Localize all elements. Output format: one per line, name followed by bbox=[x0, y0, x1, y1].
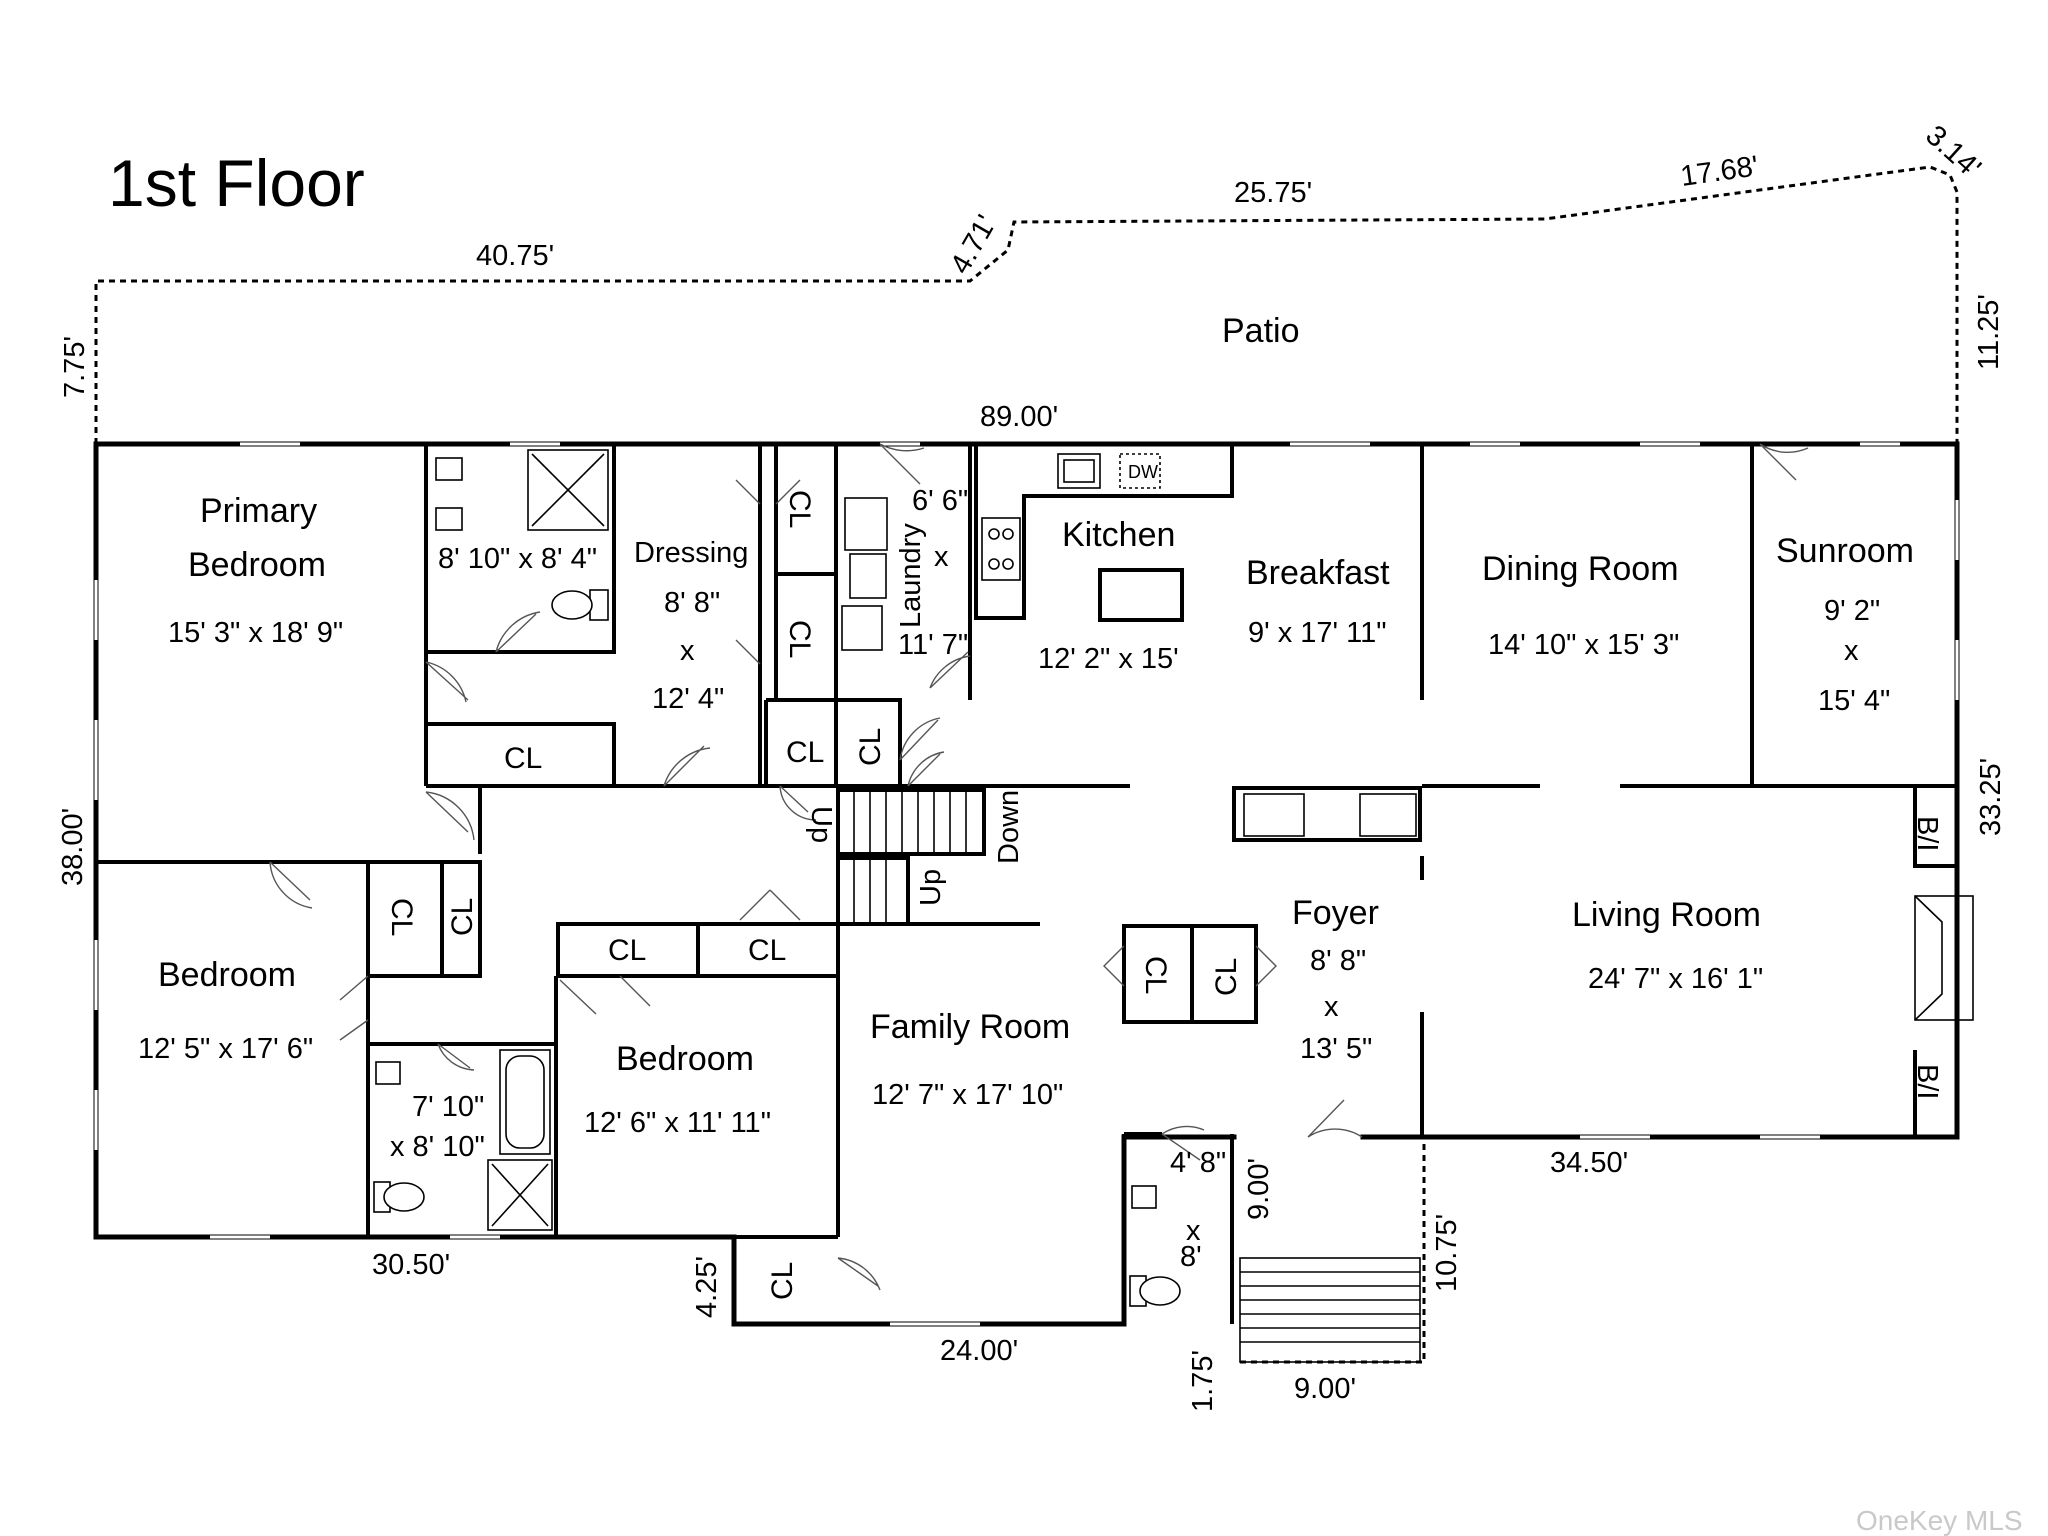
dim-patio-angle: 4.71' bbox=[944, 210, 1003, 280]
stairs-up-label-2: Up bbox=[915, 869, 947, 906]
bedroom-middle-size: 12' 6" x 11' 11" bbox=[584, 1107, 771, 1139]
dressing-name: Dressing bbox=[634, 537, 748, 569]
floor-title: 1st Floor bbox=[108, 146, 365, 220]
dim-house-left-depth: 38.00' bbox=[57, 808, 89, 886]
breakfast-name: Breakfast bbox=[1246, 554, 1390, 592]
builtin-label-bottom: B/I bbox=[1911, 1064, 1943, 1099]
stair-treads bbox=[853, 790, 967, 924]
patio-label: Patio bbox=[1222, 312, 1300, 350]
powder-room-size-2: x bbox=[1186, 1215, 1201, 1247]
dim-bottom-right-width: 34.50' bbox=[1550, 1147, 1628, 1179]
closet-label-hall-2: CL bbox=[854, 728, 887, 766]
dim-patio-left-depth: 7.75' bbox=[59, 336, 91, 398]
foyer-size-1: 8' 8" bbox=[1310, 945, 1366, 977]
dim-stoop-depth: 10.75' bbox=[1431, 1214, 1463, 1292]
closet-label-family: CL bbox=[766, 1262, 799, 1300]
builtin-label-top: B/I bbox=[1911, 816, 1943, 851]
stairs-up-label-1: Up bbox=[805, 806, 837, 843]
windows bbox=[94, 442, 1959, 1326]
laundry-size-1: 6' 6" bbox=[912, 485, 968, 517]
watermark: OneKey MLS bbox=[1856, 1505, 2023, 1536]
foyer-size-3: 13' 5" bbox=[1300, 1033, 1372, 1065]
laundry-appliances-icon bbox=[841, 497, 888, 651]
closet-label-dressing-2: CL bbox=[783, 620, 816, 658]
entry-stoop bbox=[1239, 1140, 1426, 1364]
closet-label-foyer-2: CL bbox=[1210, 958, 1243, 996]
dressing-size-2: x bbox=[680, 635, 695, 667]
dressing-size-3: 12' 4" bbox=[652, 683, 724, 715]
sunroom-size-2: x bbox=[1844, 635, 1859, 667]
kitchen-island bbox=[1098, 568, 1184, 622]
closet-label-middle-1: CL bbox=[608, 934, 646, 967]
closet-label-middle-2: CL bbox=[748, 934, 786, 967]
sunroom-size-1: 9' 2" bbox=[1824, 595, 1880, 627]
hall-bath-fixtures bbox=[373, 1049, 553, 1231]
interior-walls bbox=[96, 444, 1957, 1324]
kitchen-size: 12' 2" x 15' bbox=[1038, 643, 1179, 675]
family-room-size: 12' 7" x 17' 10" bbox=[872, 1079, 1063, 1111]
living-room-name: Living Room bbox=[1572, 896, 1761, 934]
kitchen-name: Kitchen bbox=[1062, 516, 1175, 554]
dim-stoop-width: 9.00' bbox=[1294, 1373, 1356, 1405]
bedroom-middle-name: Bedroom bbox=[616, 1040, 754, 1078]
dim-patio-mid-width: 25.75' bbox=[1234, 177, 1312, 209]
primary-bath-fixtures bbox=[435, 449, 609, 621]
door-swings bbox=[269, 443, 1809, 1291]
closet-label-bedroom-2: CL bbox=[446, 898, 479, 936]
powder-room-fixtures bbox=[1129, 1185, 1181, 1307]
dishwasher-icon: DW bbox=[1119, 453, 1161, 489]
dim-patio-left-width: 40.75' bbox=[476, 240, 554, 272]
closet-label-bedroom-1: CL bbox=[385, 898, 418, 936]
powder-room-size-1: 4' 8" bbox=[1170, 1147, 1226, 1179]
breakfast-size: 9' x 17' 11" bbox=[1248, 617, 1387, 649]
laundry-size-2: x bbox=[934, 541, 949, 573]
primary-bedroom-size: 15' 3" x 18' 9" bbox=[168, 617, 343, 649]
foyer-name: Foyer bbox=[1292, 894, 1379, 932]
sunroom-name: Sunroom bbox=[1776, 532, 1914, 570]
dim-house-right-depth: 33.25' bbox=[1975, 758, 2007, 836]
foyer-size-2: x bbox=[1324, 991, 1339, 1023]
closet-label-foyer-1: CL bbox=[1139, 956, 1172, 994]
dim-bottom-family-width: 24.00' bbox=[940, 1335, 1018, 1367]
dressing-size-1: 8' 8" bbox=[664, 587, 720, 619]
living-room-size: 24' 7" x 16' 1" bbox=[1588, 963, 1763, 995]
dining-room-name: Dining Room bbox=[1482, 550, 1679, 588]
dim-bottom-left-width: 30.50' bbox=[372, 1249, 450, 1281]
dim-house-top-width: 89.00' bbox=[980, 401, 1058, 433]
powder-room-size-3: 8' bbox=[1180, 1241, 1202, 1273]
dim-entry-stoop-offset: 1.75' bbox=[1187, 1350, 1219, 1412]
dim-entry-depth: 9.00' bbox=[1243, 1158, 1275, 1220]
counter-sinks-icon bbox=[1243, 793, 1417, 837]
dim-patio-right-width: 17.68' bbox=[1679, 150, 1761, 193]
primary-bath-size: 8' 10" x 8' 4" bbox=[438, 543, 597, 575]
laundry-name: Laundry bbox=[895, 523, 927, 628]
primary-bedroom-name-1: Primary bbox=[200, 492, 317, 530]
dining-room-size: 14' 10" x 15' 3" bbox=[1488, 629, 1679, 661]
fireplace-icon bbox=[1914, 895, 1974, 1021]
patio-outline bbox=[94, 165, 1959, 444]
bedroom-left-size: 12' 5" x 17' 6" bbox=[138, 1033, 313, 1065]
sunroom-size-3: 15' 4" bbox=[1818, 685, 1890, 717]
stairs-down-label: Down bbox=[993, 790, 1025, 864]
stove-icon bbox=[981, 517, 1021, 581]
kitchen-sink-icon bbox=[1057, 453, 1101, 489]
closet-label-dressing-1: CL bbox=[783, 490, 816, 528]
closet-label-primary: CL bbox=[504, 742, 542, 775]
family-room-name: Family Room bbox=[870, 1008, 1070, 1046]
laundry-size-3: 11' 7" bbox=[898, 629, 968, 661]
dim-bottom-step: 4.25' bbox=[691, 1256, 723, 1318]
closet-label-hall-1: CL bbox=[786, 736, 824, 769]
dishwasher-label: DW bbox=[1128, 462, 1158, 482]
hall-bath-size-2: x 8' 10" bbox=[390, 1131, 485, 1163]
primary-bedroom-name-2: Bedroom bbox=[188, 546, 326, 584]
bedroom-left-name: Bedroom bbox=[158, 956, 296, 994]
dim-patio-right-depth: 11.25' bbox=[1973, 294, 2005, 370]
hall-bath-size-1: 7' 10" bbox=[412, 1091, 484, 1123]
dim-patio-corner: 3.14' bbox=[1919, 119, 1986, 184]
